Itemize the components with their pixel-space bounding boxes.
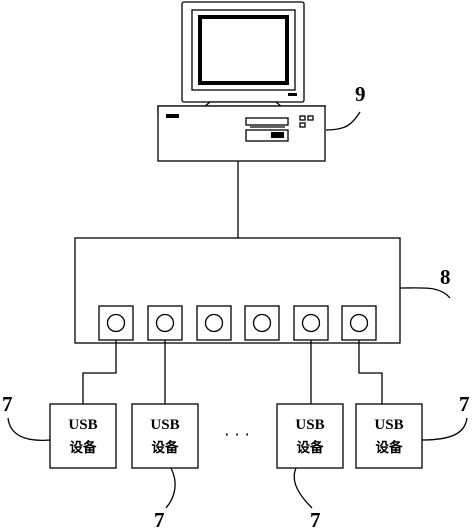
svg-text:USB: USB	[295, 417, 324, 433]
svg-text:USB: USB	[374, 417, 403, 433]
svg-text:设备: 设备	[152, 439, 179, 456]
svg-text:设备: 设备	[376, 439, 403, 456]
hub-port	[196, 305, 232, 341]
computer-monitor	[181, 1, 305, 108]
leader-line-8	[399, 287, 451, 299]
reference-label-9: 9	[355, 82, 366, 106]
ellipsis: · · ·	[224, 425, 249, 444]
device-cables	[82, 340, 383, 404]
hub-port	[293, 305, 329, 341]
reference-label-8: 8	[440, 265, 451, 289]
leader-line-7	[293, 467, 313, 509]
hub-port	[244, 305, 280, 341]
computer-base-unit	[157, 105, 326, 162]
reference-label-7: 7	[310, 508, 321, 531]
hub-port	[98, 305, 134, 341]
hub-port	[147, 305, 183, 341]
svg-text:设备: 设备	[70, 439, 97, 456]
leader-line-7	[165, 467, 176, 509]
svg-text:设备: 设备	[297, 439, 324, 456]
leader-line-7	[7, 417, 51, 441]
svg-text:USB: USB	[150, 417, 179, 433]
leader-line-9	[325, 111, 361, 131]
usb-device: USB 设备	[49, 403, 117, 469]
reference-label-7: 7	[2, 392, 13, 416]
leader-line-7	[421, 417, 468, 441]
usb-hub	[74, 237, 401, 344]
usb-device: USB 设备	[276, 403, 344, 469]
usb-device: USB 设备	[131, 403, 199, 469]
svg-text:USB: USB	[68, 417, 97, 433]
usb-device: USB 设备	[355, 403, 423, 469]
hub-port	[341, 305, 377, 341]
reference-label-7: 7	[154, 508, 165, 531]
reference-label-7: 7	[459, 392, 470, 416]
